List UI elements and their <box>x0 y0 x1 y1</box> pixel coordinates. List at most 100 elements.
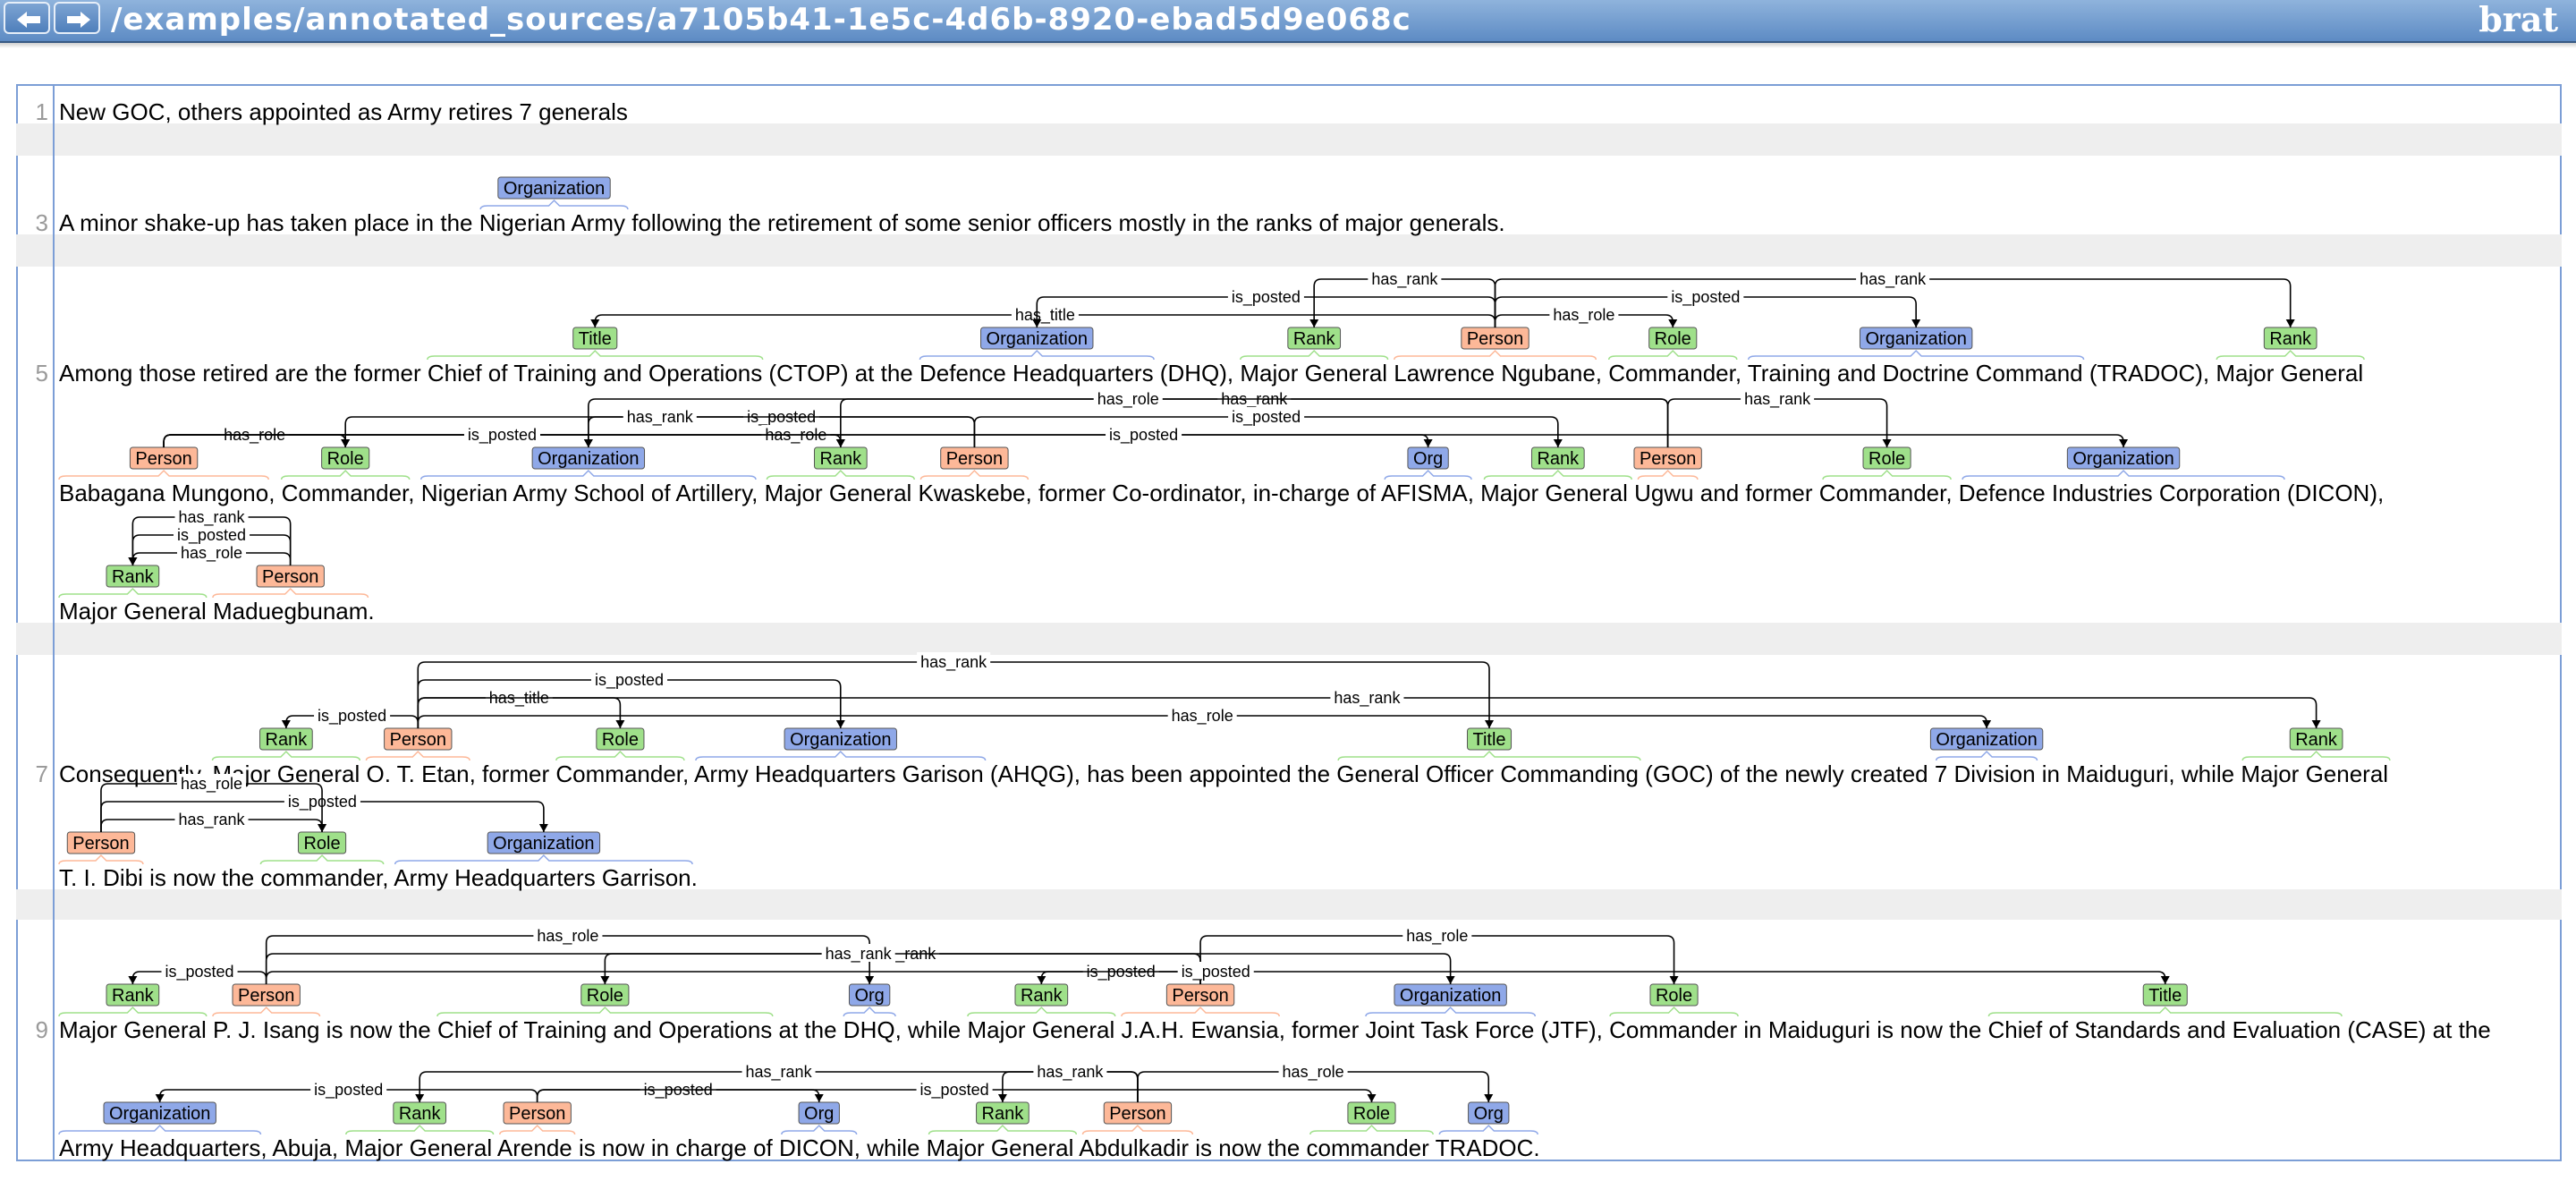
sentence-text[interactable]: Babagana Mungono, Commander, Nigerian Ar… <box>59 480 2384 506</box>
relation-label: has_rank <box>826 945 893 964</box>
span-label: Role <box>1353 1104 1390 1124</box>
span-label: Organization <box>493 834 594 854</box>
span-label: Organization <box>790 730 891 750</box>
span-bracket <box>555 750 685 761</box>
relation-label: has_rank <box>1037 1063 1104 1082</box>
relation-label: has_role <box>1406 927 1468 946</box>
span-bracket <box>1987 1006 2343 1017</box>
span-bracket <box>781 1124 858 1135</box>
span-label: Rank <box>2295 730 2338 750</box>
span-label: Rank <box>266 730 309 750</box>
relation-label: is_posted <box>318 707 386 726</box>
arc-label-bg <box>1082 962 1159 980</box>
span-label: Rank <box>1021 986 1063 1006</box>
arc-label-bg <box>1549 305 1619 323</box>
arc-label-bg <box>623 407 697 425</box>
sentence-text[interactable]: A minor shake-up has taken place in the … <box>59 209 1505 236</box>
span-bracket <box>766 469 915 480</box>
span-bracket <box>1337 750 1641 761</box>
arc-label-bg <box>1033 1062 1107 1080</box>
span-bracket <box>211 750 360 761</box>
arc-arrowhead <box>415 1094 425 1102</box>
sentence-text[interactable]: Major General Maduegbunam. <box>59 598 375 624</box>
arc-arrowhead <box>835 720 845 728</box>
arc-label-bg <box>916 1080 993 1098</box>
relation-label: has_rank <box>627 408 694 427</box>
arc-label-bg <box>176 774 247 792</box>
arc-arrowhead <box>1423 439 1433 447</box>
arc-arrowhead <box>814 1094 824 1102</box>
arc-arrowhead <box>835 439 845 447</box>
line-number: 5 <box>36 360 48 387</box>
span-label: Person <box>946 449 1003 469</box>
span-label: Org <box>1413 449 1443 469</box>
arc-arrowhead <box>1485 720 1495 728</box>
relation-arc[interactable] <box>417 661 1490 728</box>
arc-arrowhead <box>1367 1094 1377 1102</box>
arc-label-bg <box>173 525 250 543</box>
span-bracket <box>259 854 385 865</box>
arc-arrowhead <box>600 976 610 984</box>
span-label: Organization <box>2072 449 2174 469</box>
span-bracket <box>928 1124 1078 1135</box>
span-bracket <box>1748 349 2085 361</box>
arc-label-bg <box>590 670 668 688</box>
relation-label: is_posted <box>468 426 537 445</box>
span-label-box[interactable] <box>497 176 611 200</box>
arc-label-bg <box>220 425 290 443</box>
span-label: Person <box>262 567 318 587</box>
arc-label-bg <box>1278 1062 1348 1080</box>
span-bracket <box>1240 349 1389 361</box>
line-number: 1 <box>36 98 48 125</box>
span-label: Rank <box>112 567 155 587</box>
span-label: Rank <box>1537 449 1580 469</box>
sentence-text[interactable]: Major General P. J. Isang is now the Chi… <box>59 1016 2491 1043</box>
relation-label: has_role <box>1283 1063 1344 1082</box>
span-bracket <box>695 750 987 761</box>
relation-label: has_rank <box>178 508 245 527</box>
span-bracket <box>919 349 1155 361</box>
relation-label: has_rank <box>1334 689 1401 708</box>
span-label: Person <box>72 834 129 854</box>
relation-label: is_posted <box>1671 288 1740 307</box>
relation-label: has_role <box>1553 306 1614 325</box>
sentence-text[interactable]: T. I. Dibi is now the commander, Army He… <box>59 864 698 891</box>
span-bracket <box>967 1006 1116 1017</box>
span-bracket <box>1607 349 1738 361</box>
arc-arrowhead <box>1882 439 1892 447</box>
arc-label-bg <box>1368 269 1442 287</box>
sentence-text[interactable]: Army Headquarters, Abuja, Major General … <box>59 1134 1540 1161</box>
arc-arrowhead <box>1484 1094 1494 1102</box>
span-label: Person <box>509 1104 565 1124</box>
arc-arrowhead <box>583 439 593 447</box>
relation-label: is_posted <box>1182 963 1250 981</box>
arc-label-bg <box>761 425 831 443</box>
arc-label-bg <box>917 652 991 670</box>
arc-label-bg <box>1227 287 1304 305</box>
sentence-text[interactable]: Among those retired are the former Chief… <box>59 360 2363 387</box>
span-bracket <box>1309 1124 1434 1135</box>
span-bracket <box>479 199 629 210</box>
arrow-right-icon <box>67 12 90 28</box>
arc-label-bg <box>485 688 553 706</box>
arc-label-bg <box>161 962 238 980</box>
relation-label: has_rank <box>746 1063 813 1082</box>
arc-arrowhead <box>2285 319 2295 327</box>
relation-label: has_role <box>537 927 598 946</box>
sentence-text[interactable]: New GOC, others appointed as Army retire… <box>59 98 628 125</box>
brat-logo: brat <box>2479 0 2558 39</box>
span-label: Person <box>1640 449 1696 469</box>
document-path: /examples/annotated_sources/a7105b41-1e5… <box>111 2 1411 38</box>
span-bracket <box>436 1006 774 1017</box>
forward-button[interactable] <box>54 2 100 34</box>
arc-arrowhead <box>1445 976 1455 984</box>
back-button[interactable] <box>4 2 50 34</box>
span-bracket <box>58 587 208 599</box>
arc-arrowhead <box>155 1094 165 1102</box>
arc-label-bg <box>1011 305 1079 323</box>
span-label: Person <box>135 449 191 469</box>
span-bracket <box>1365 1006 1537 1017</box>
span-bracket <box>427 349 764 361</box>
arc-arrowhead <box>538 824 548 832</box>
sentence-text[interactable]: Consequently, Major General O. T. Etan, … <box>59 760 2388 787</box>
